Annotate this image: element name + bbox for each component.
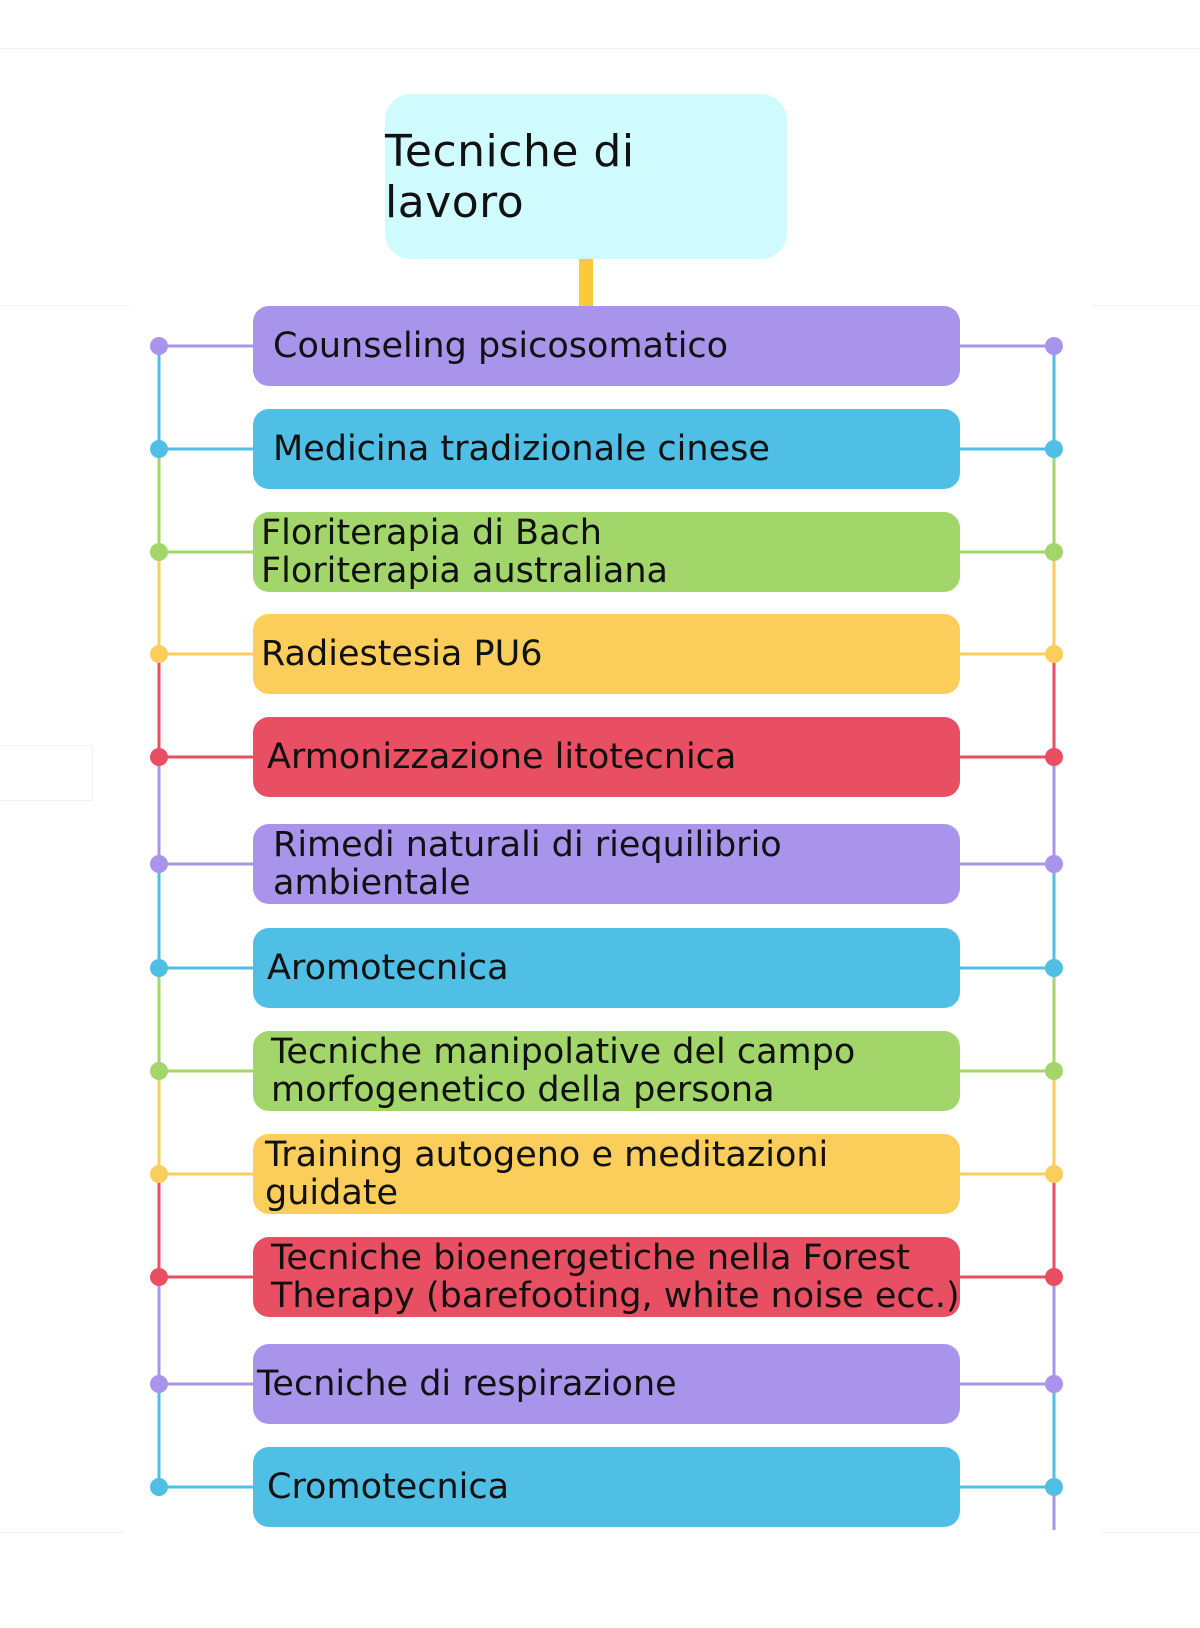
left-dot-7: [150, 959, 168, 977]
left-dot-12: [150, 1478, 168, 1496]
right-dot-4: [1045, 645, 1063, 663]
node-technique-3: Floriterapia di Bach Floriterapia austra…: [253, 512, 960, 592]
node-technique-6: Rimedi naturali di riequilibrio ambienta…: [253, 824, 960, 904]
right-dot-7: [1045, 959, 1063, 977]
left-dot-10: [150, 1268, 168, 1286]
left-dot-9: [150, 1165, 168, 1183]
node-technique-10: Tecniche bioenergetiche nella Forest The…: [253, 1237, 960, 1317]
right-dot-8: [1045, 1062, 1063, 1080]
root-node-title: Tecniche di lavoro: [385, 94, 787, 259]
left-dot-4: [150, 645, 168, 663]
right-dot-11: [1045, 1375, 1063, 1393]
left-dot-11: [150, 1375, 168, 1393]
left-dot-5: [150, 748, 168, 766]
node-technique-7: Aromotecnica: [253, 928, 960, 1008]
left-dot-8: [150, 1062, 168, 1080]
right-dot-2: [1045, 440, 1063, 458]
right-dot-5: [1045, 748, 1063, 766]
right-dot-1: [1045, 337, 1063, 355]
background-guide-left-box: [0, 745, 93, 801]
background-guide-right-lower: [1102, 1532, 1200, 1533]
root-connector-stem: [579, 259, 593, 306]
left-dot-6: [150, 855, 168, 873]
node-technique-5: Armonizzazione litotecnica: [253, 717, 960, 797]
node-technique-1: Counseling psicosomatico: [253, 306, 960, 386]
left-dot-1: [150, 337, 168, 355]
node-technique-2: Medicina tradizionale cinese: [253, 409, 960, 489]
background-guide-left-upper: [0, 305, 130, 306]
left-dot-2: [150, 440, 168, 458]
node-technique-9: Training autogeno e meditazioni guidate: [253, 1134, 960, 1214]
node-technique-11: Tecniche di respirazione: [253, 1344, 960, 1424]
node-technique-8: Tecniche manipolative del campo morfogen…: [253, 1031, 960, 1111]
right-dot-12: [1045, 1478, 1063, 1496]
right-dot-3: [1045, 543, 1063, 561]
right-dot-6: [1045, 855, 1063, 873]
right-dot-9: [1045, 1165, 1063, 1183]
background-guide-top: [0, 48, 1200, 49]
background-guide-right-upper: [1092, 305, 1200, 306]
background-guide-left-lower: [0, 1532, 125, 1533]
node-technique-12: Cromotecnica: [253, 1447, 960, 1527]
right-dot-10: [1045, 1268, 1063, 1286]
node-technique-4: Radiestesia PU6: [253, 614, 960, 694]
left-dot-3: [150, 543, 168, 561]
